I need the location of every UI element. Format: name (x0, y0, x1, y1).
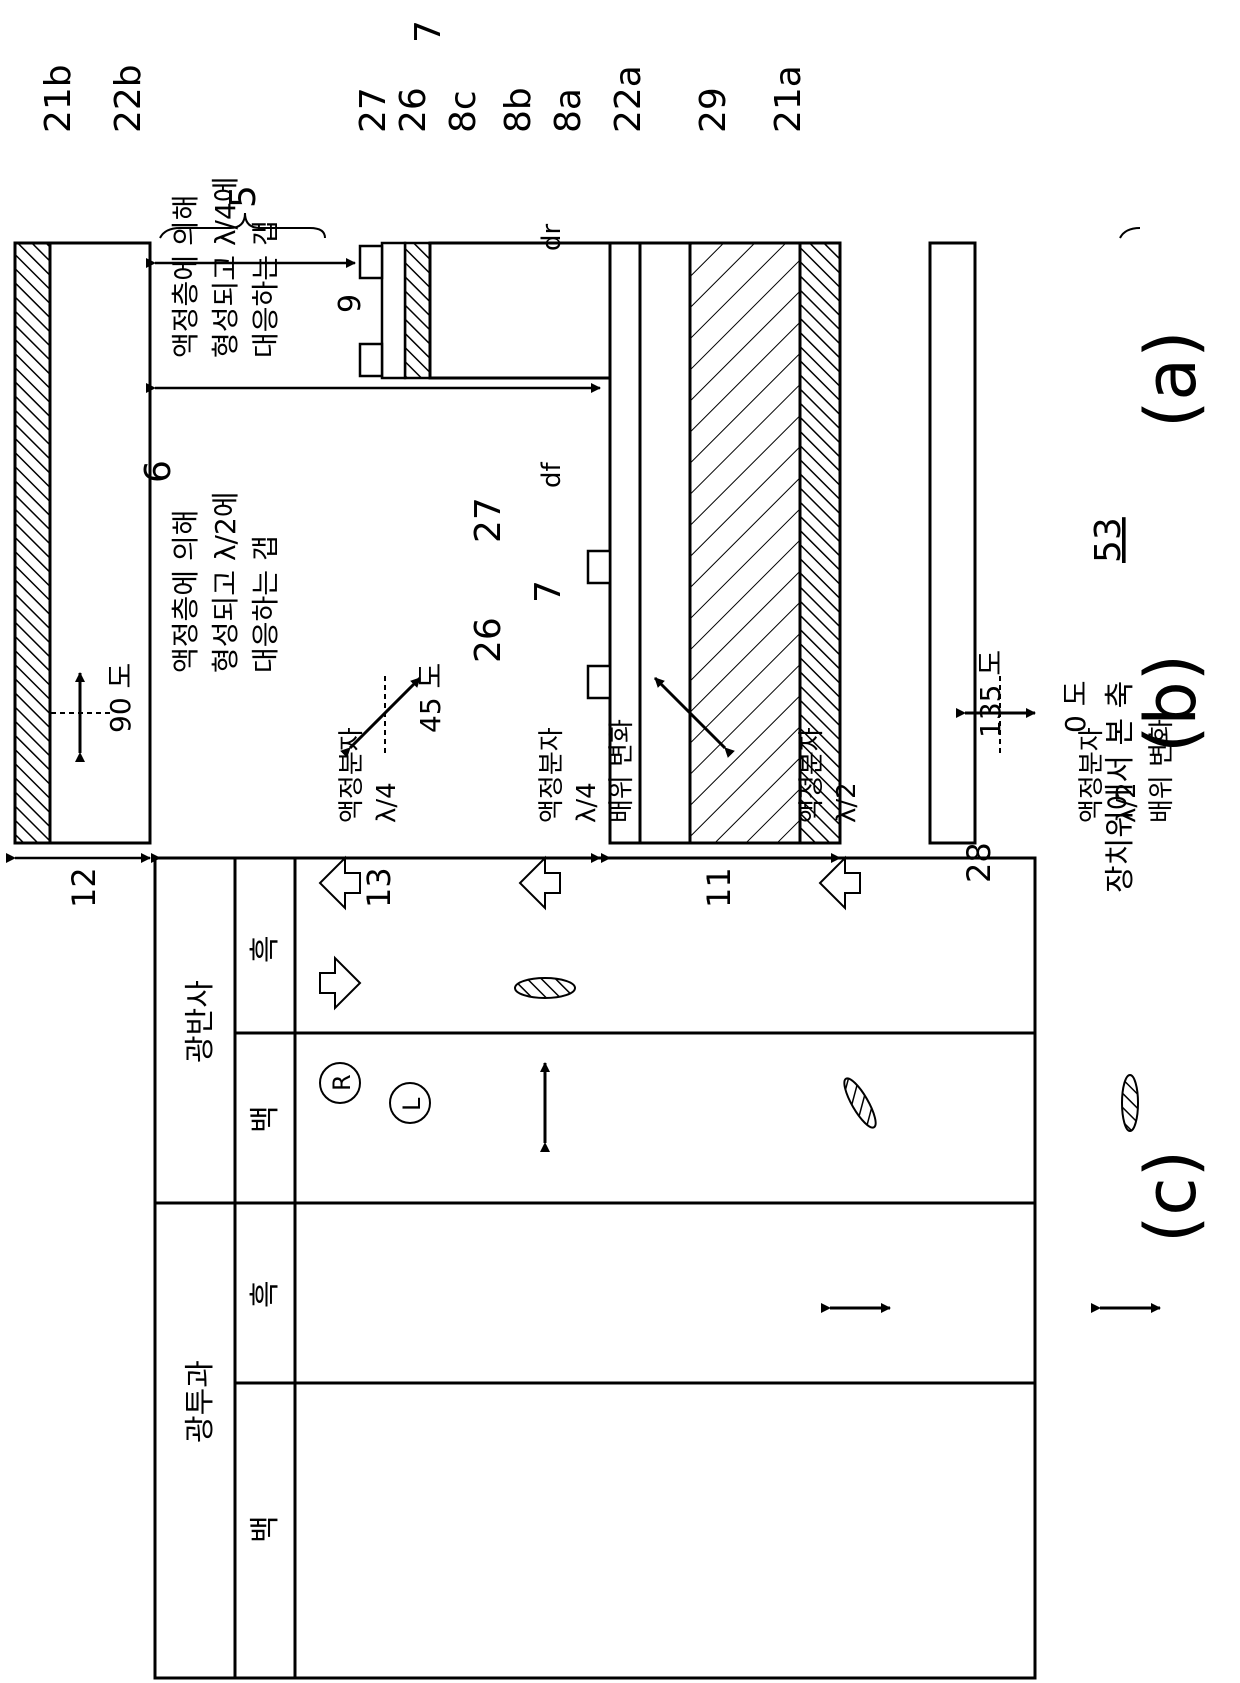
ref-27: 27 (353, 87, 394, 133)
angle-0: 0 도 (1059, 681, 1092, 733)
gap-df-label: df (537, 461, 567, 488)
twice-2: 배위 변화 (1147, 719, 1177, 823)
layer-21b (15, 243, 50, 843)
ref-12: 12 (65, 867, 103, 908)
ref-28: 28 (960, 842, 998, 883)
caption-reflect-white: 액정분자 λ/4 배위 변화 (537, 719, 637, 823)
ref-8a: 8a (548, 88, 589, 133)
reflective-text-3: 대응하는 갭 (249, 220, 282, 358)
gap-dr-label: dr (537, 223, 567, 251)
ref-9: 9 (333, 294, 368, 313)
electrode-26 (360, 344, 382, 376)
angle-135: 135 도 (974, 650, 1007, 738)
panel-c-label: (c) (1130, 1150, 1212, 1243)
ref-21b: 21b (38, 64, 79, 133)
transmit-black-symbols (820, 858, 890, 1308)
lambda2-1: λ/2 (832, 782, 862, 823)
angle-90: 90 도 (104, 663, 137, 733)
ref-6: 6 (138, 460, 179, 483)
figure-number: 53 (1088, 517, 1129, 563)
electrode-27-trans (588, 551, 610, 583)
transmissive-text-1: 액정층에 의해 (169, 510, 202, 673)
circ-l: L (398, 1097, 426, 1111)
transmit-white: 백 (248, 1515, 283, 1543)
ref-29: 29 (693, 87, 734, 133)
layer-9 (405, 243, 430, 378)
layer-8c (382, 243, 405, 378)
lambda4-2: λ/4 (572, 782, 602, 823)
layer-8b (430, 243, 610, 378)
ref-8b: 8b (498, 87, 539, 133)
twice-1: 배위 변화 (607, 719, 637, 823)
lc-label-1: 액정분자 (337, 727, 367, 823)
header-transmit: 광투과 (183, 1360, 218, 1443)
transmissive-text-3: 대응하는 갭 (249, 535, 282, 673)
ref-7: 7 (408, 20, 449, 43)
circ-r: R (328, 1074, 356, 1091)
backlight-28 (930, 243, 975, 843)
layer-22a (640, 243, 690, 843)
reflect-white-symbols (515, 858, 575, 1143)
electrode-27 (360, 246, 382, 278)
transmissive-gap-text: 액정층에 의해 형성되고 λ/2에 대응하는 갭 (169, 491, 282, 673)
ref-11: 11 (700, 867, 738, 908)
lc-label-4: 액정분자 (1077, 727, 1107, 823)
table-frame (155, 858, 1035, 1678)
ref-22b: 22b (108, 64, 149, 133)
reflective-text-1: 액정층에 의해 (169, 195, 202, 358)
ref-7-trans: 7 (528, 580, 569, 603)
lambda4-1: λ/4 (372, 782, 402, 823)
ref-22a: 22a (608, 65, 649, 133)
reflect-white: 백 (248, 1105, 283, 1133)
lc-label-3: 액정분자 (797, 727, 827, 823)
layer-22b (50, 243, 150, 843)
angle-45: 45 도 (414, 663, 447, 733)
header-reflect: 광반사 (183, 980, 218, 1063)
transmissive-text-2: 형성되고 λ/2에 (209, 491, 242, 673)
panel-a-label: (a) (1130, 330, 1212, 428)
ref-27-trans: 27 (468, 497, 509, 543)
caption-reflect-black: 액정분자 λ/4 (337, 727, 402, 823)
layer-29 (690, 243, 800, 843)
electrode-26-trans (588, 666, 610, 698)
ref-5: 5 (223, 185, 264, 208)
ref-26: 26 (393, 87, 434, 133)
lc-label-2: 액정분자 (537, 727, 567, 823)
ref-8c: 8c (443, 90, 484, 133)
ref-21a: 21a (768, 65, 809, 133)
transmit-black: 흑 (248, 1280, 283, 1308)
reflect-black: 흑 (248, 935, 283, 963)
panel-c: (c) 광반사 광투과 흑 백 흑 백 R L (155, 719, 1212, 1678)
ref-13: 13 (360, 867, 398, 908)
ref-26-trans: 26 (468, 617, 509, 663)
lambda2-2: λ/2 (1112, 782, 1142, 823)
